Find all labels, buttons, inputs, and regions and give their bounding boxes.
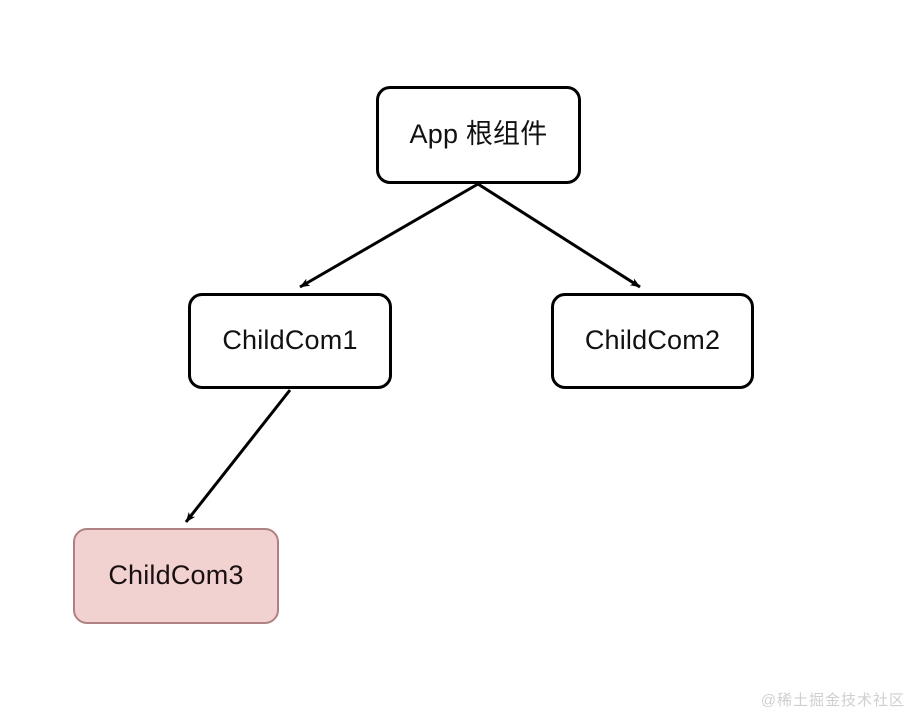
edge-line bbox=[477, 182, 641, 289]
node-childcom1[interactable]: ChildCom1 bbox=[188, 293, 392, 389]
node-childcom2[interactable]: ChildCom2 bbox=[551, 293, 754, 389]
edge-line bbox=[184, 389, 292, 523]
watermark: @稀土掘金技术社区 bbox=[760, 692, 905, 709]
node-label: App 根组件 bbox=[409, 119, 548, 150]
edge-child1-to-child3 bbox=[184, 389, 292, 523]
node-app-root-component[interactable]: App 根组件 bbox=[376, 86, 581, 184]
edge-line bbox=[299, 182, 479, 289]
edge-app-to-child1 bbox=[299, 182, 479, 289]
node-label: ChildCom3 bbox=[108, 560, 244, 591]
edge-app-to-child2 bbox=[477, 182, 641, 289]
node-childcom3[interactable]: ChildCom3 bbox=[73, 528, 279, 624]
node-label: ChildCom2 bbox=[584, 325, 721, 356]
node-label: ChildCom1 bbox=[222, 325, 358, 356]
